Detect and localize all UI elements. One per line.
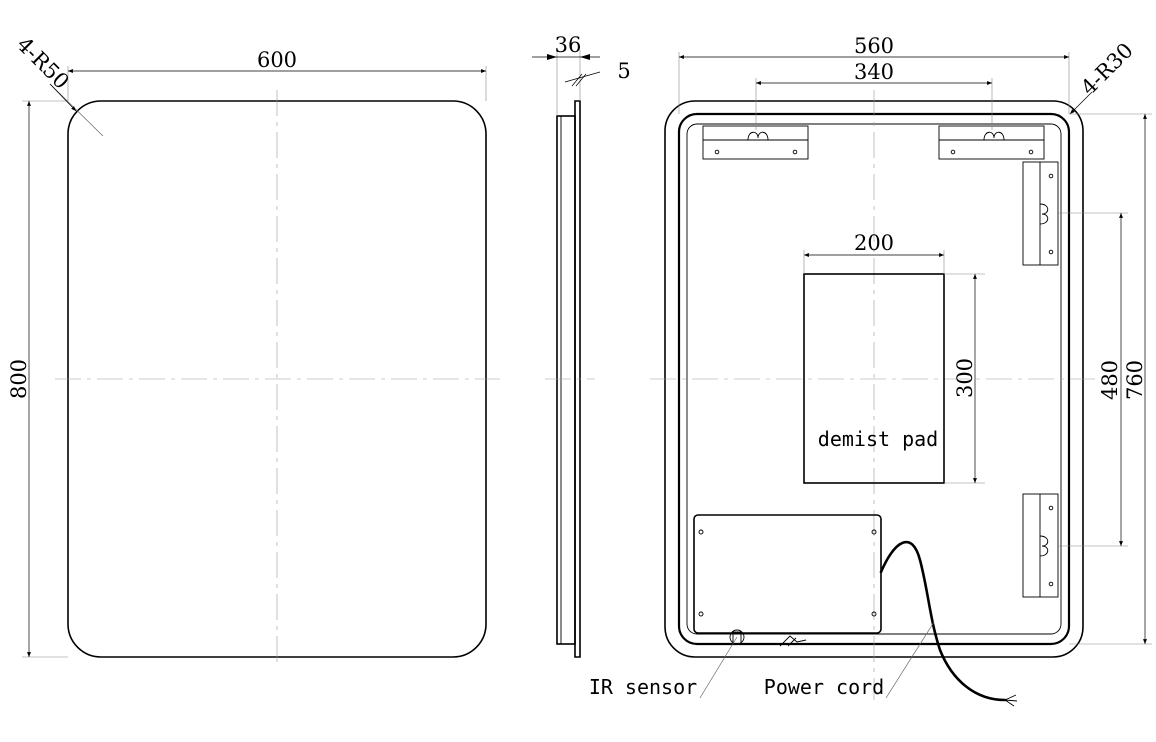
side-glass-tick-1 bbox=[571, 73, 583, 87]
demist-pad-label: demist pad bbox=[818, 427, 938, 451]
bracket-span-label: 340 bbox=[854, 60, 894, 84]
power-cord-label: Power cord bbox=[764, 675, 884, 699]
back-corner-leader bbox=[1069, 91, 1093, 115]
side-depth-arrow-right bbox=[580, 54, 590, 60]
ir-sensor-label: IR sensor bbox=[589, 675, 697, 699]
pad-width-label: 200 bbox=[854, 231, 894, 255]
power-cord bbox=[879, 540, 1007, 702]
driver-screw-2 bbox=[871, 529, 877, 535]
front-width-label: 600 bbox=[257, 48, 297, 72]
right-upper-bracket bbox=[1022, 161, 1059, 266]
side-depth-label: 36 bbox=[555, 33, 582, 57]
side-glass-dimension-line bbox=[564, 71, 601, 83]
driver-screw-3 bbox=[698, 611, 704, 617]
side-frame bbox=[556, 115, 576, 645]
driver-screw-4 bbox=[871, 611, 877, 617]
top-right-bracket bbox=[938, 125, 1045, 160]
side-view: 36 5 bbox=[532, 33, 631, 658]
vertical-span-label: 480 bbox=[1098, 360, 1122, 400]
back-width-label: 560 bbox=[854, 34, 894, 58]
side-depth-arrow-left bbox=[547, 54, 557, 60]
side-glass-tick-2 bbox=[575, 73, 587, 87]
back-corner-label: 4-R30 bbox=[1076, 38, 1138, 100]
back-view: demist pad 200 300 560 340 bbox=[589, 34, 1152, 707]
inner-height-label: 760 bbox=[1123, 360, 1147, 400]
front-corner-leader bbox=[49, 83, 104, 137]
ir-sensor-body bbox=[732, 631, 742, 645]
front-view: 600 800 4-R50 bbox=[7, 32, 500, 668]
pad-height-label: 300 bbox=[953, 358, 977, 398]
front-corner-label: 4-R50 bbox=[12, 32, 74, 94]
side-glass-label: 5 bbox=[617, 59, 630, 83]
demist-pad bbox=[803, 273, 945, 484]
connector bbox=[779, 635, 807, 647]
top-left-bracket bbox=[702, 125, 809, 160]
front-height-label: 800 bbox=[7, 359, 31, 399]
power-cord-end bbox=[1004, 694, 1018, 707]
side-glass bbox=[574, 100, 581, 658]
driver-screw-1 bbox=[698, 529, 704, 535]
ir-sensor-leader bbox=[699, 636, 738, 699]
right-lower-bracket bbox=[1022, 493, 1059, 598]
front-corner-leader-arrow bbox=[49, 83, 77, 112]
driver-box bbox=[693, 514, 882, 634]
power-cord-leader bbox=[885, 621, 935, 699]
